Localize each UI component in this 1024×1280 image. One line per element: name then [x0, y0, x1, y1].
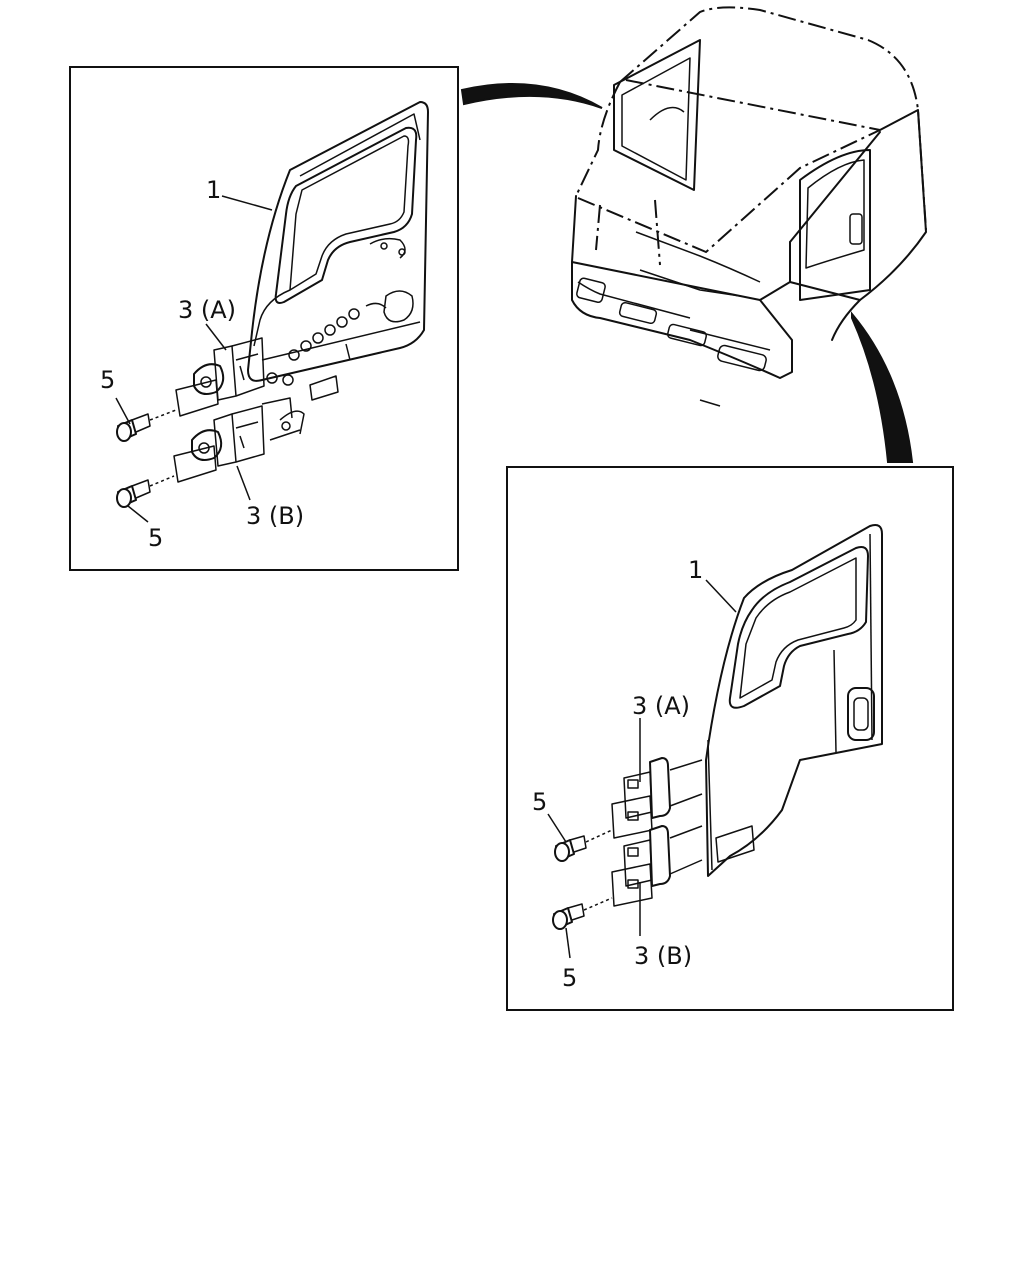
callout-hinge-b-right: 3 (B) — [634, 942, 692, 970]
truck-cab-illustration — [571, 6, 927, 407]
door-right — [705, 524, 883, 877]
door-left — [247, 101, 429, 441]
right-inset: 1 3 (A) 3 (B) 5 5 — [506, 466, 954, 1011]
bolt-lower-left — [116, 475, 175, 508]
hinge-lower-left — [173, 405, 265, 483]
leader-arc-upper — [460, 83, 603, 109]
left-inset: 1 3 (A) 3 (B) 5 5 — [69, 66, 459, 571]
bolt-upper-left — [116, 409, 177, 442]
hinge-lower-right — [611, 825, 703, 907]
callout-door-left: 1 — [206, 176, 221, 204]
callout-hinge-a-right: 3 (A) — [632, 692, 690, 720]
callout-bolt-lower-right: 5 — [562, 964, 577, 992]
callout-bolt-upper-left: 5 — [100, 366, 115, 394]
bolt-lower-right — [552, 897, 613, 930]
bolt-upper-right — [554, 829, 613, 862]
callout-hinge-a-left: 3 (A) — [178, 296, 236, 324]
callout-bolt-upper-right: 5 — [532, 788, 547, 816]
hinge-upper-right — [611, 757, 703, 839]
callout-hinge-b-left: 3 (B) — [246, 502, 304, 530]
hinge-upper-left — [175, 337, 265, 417]
leader-arc-lower — [851, 311, 914, 463]
callout-door-right: 1 — [688, 556, 703, 584]
callout-bolt-lower-left: 5 — [148, 524, 163, 552]
